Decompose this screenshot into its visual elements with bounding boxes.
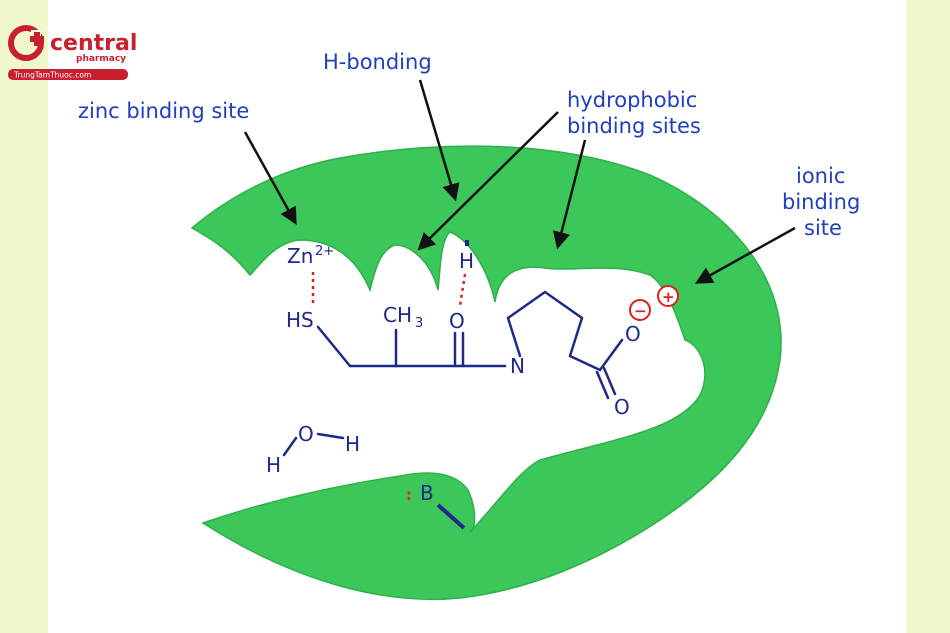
atom-base: B <box>420 481 434 505</box>
arrow-hydrophobic-2 <box>552 139 587 250</box>
brand-logo: central pharmacy TrungTamThuoc.com <box>8 25 137 80</box>
base-stick <box>436 503 466 530</box>
label-zinc-binding-site: zinc binding site <box>78 99 249 123</box>
base-lone-pair: : <box>406 486 412 504</box>
bond-water-oh2 <box>316 432 345 440</box>
logo-url: TrungTamThuoc.com <box>13 71 91 80</box>
positive-charge-sign: + <box>662 288 675 306</box>
atom-o-carbonyl: O <box>449 309 465 333</box>
water-h2: H <box>345 432 360 456</box>
negative-charge-sign: − <box>634 302 647 320</box>
arrow-hydrophobic-1 <box>417 111 559 251</box>
arrow-ionic <box>694 226 796 284</box>
logo-url-badge <box>8 69 128 80</box>
bond-s-c1 <box>316 325 352 368</box>
label-ionic-line1: ionic <box>796 164 845 188</box>
logo-cross-icon <box>30 32 44 46</box>
right-margin <box>906 0 950 633</box>
water-o: O <box>298 422 314 446</box>
bond-ring-carboxyl <box>568 354 602 372</box>
label-hydrophobic-line2: binding sites <box>567 114 701 138</box>
h-bond-donor-marker <box>465 240 469 246</box>
bond-carboxyl-double-b <box>602 366 617 396</box>
bond-pyrrolidine-ring <box>506 290 584 358</box>
atom-o-carboxylate: O <box>625 322 641 346</box>
negative-charge-icon <box>629 299 651 321</box>
atom-ch: CH <box>383 303 412 327</box>
atom-o-carboxyl-double: O <box>614 395 630 419</box>
dashed-interactions <box>311 272 467 307</box>
charges: − + <box>629 285 679 321</box>
logo-name: central <box>50 31 137 56</box>
pointer-arrows <box>243 79 796 284</box>
label-hydrophobic-line1: hydrophobic <box>567 88 697 112</box>
atom-h-bond-h: H <box>459 249 474 273</box>
label-ionic-line2: binding <box>782 190 860 214</box>
label-ionic-line3: site <box>804 216 842 240</box>
bond-water-oh1 <box>282 436 298 457</box>
label-h-bonding: H-bonding <box>323 50 432 74</box>
captopril-bonds <box>282 290 624 457</box>
logo-subname: pharmacy <box>76 54 126 64</box>
arrow-zinc <box>243 131 297 226</box>
h-o-interaction <box>458 273 467 307</box>
enzyme-pocket-shape <box>190 145 782 601</box>
bond-carboxyl-double-a <box>595 370 610 400</box>
water-h1: H <box>266 453 281 477</box>
left-margin <box>0 0 48 633</box>
arrow-h-bonding <box>418 79 460 202</box>
atom-zn: Zn <box>287 244 313 268</box>
positive-charge-icon <box>657 285 679 307</box>
atom-n: N <box>510 354 525 378</box>
atom-ch-sub: 3 <box>415 316 423 331</box>
logo-ring-icon <box>8 25 44 61</box>
atom-hs: HS <box>286 308 314 332</box>
atom-zn-charge: 2+ <box>315 244 334 259</box>
bond-carboxyl-o-minus <box>598 338 624 372</box>
